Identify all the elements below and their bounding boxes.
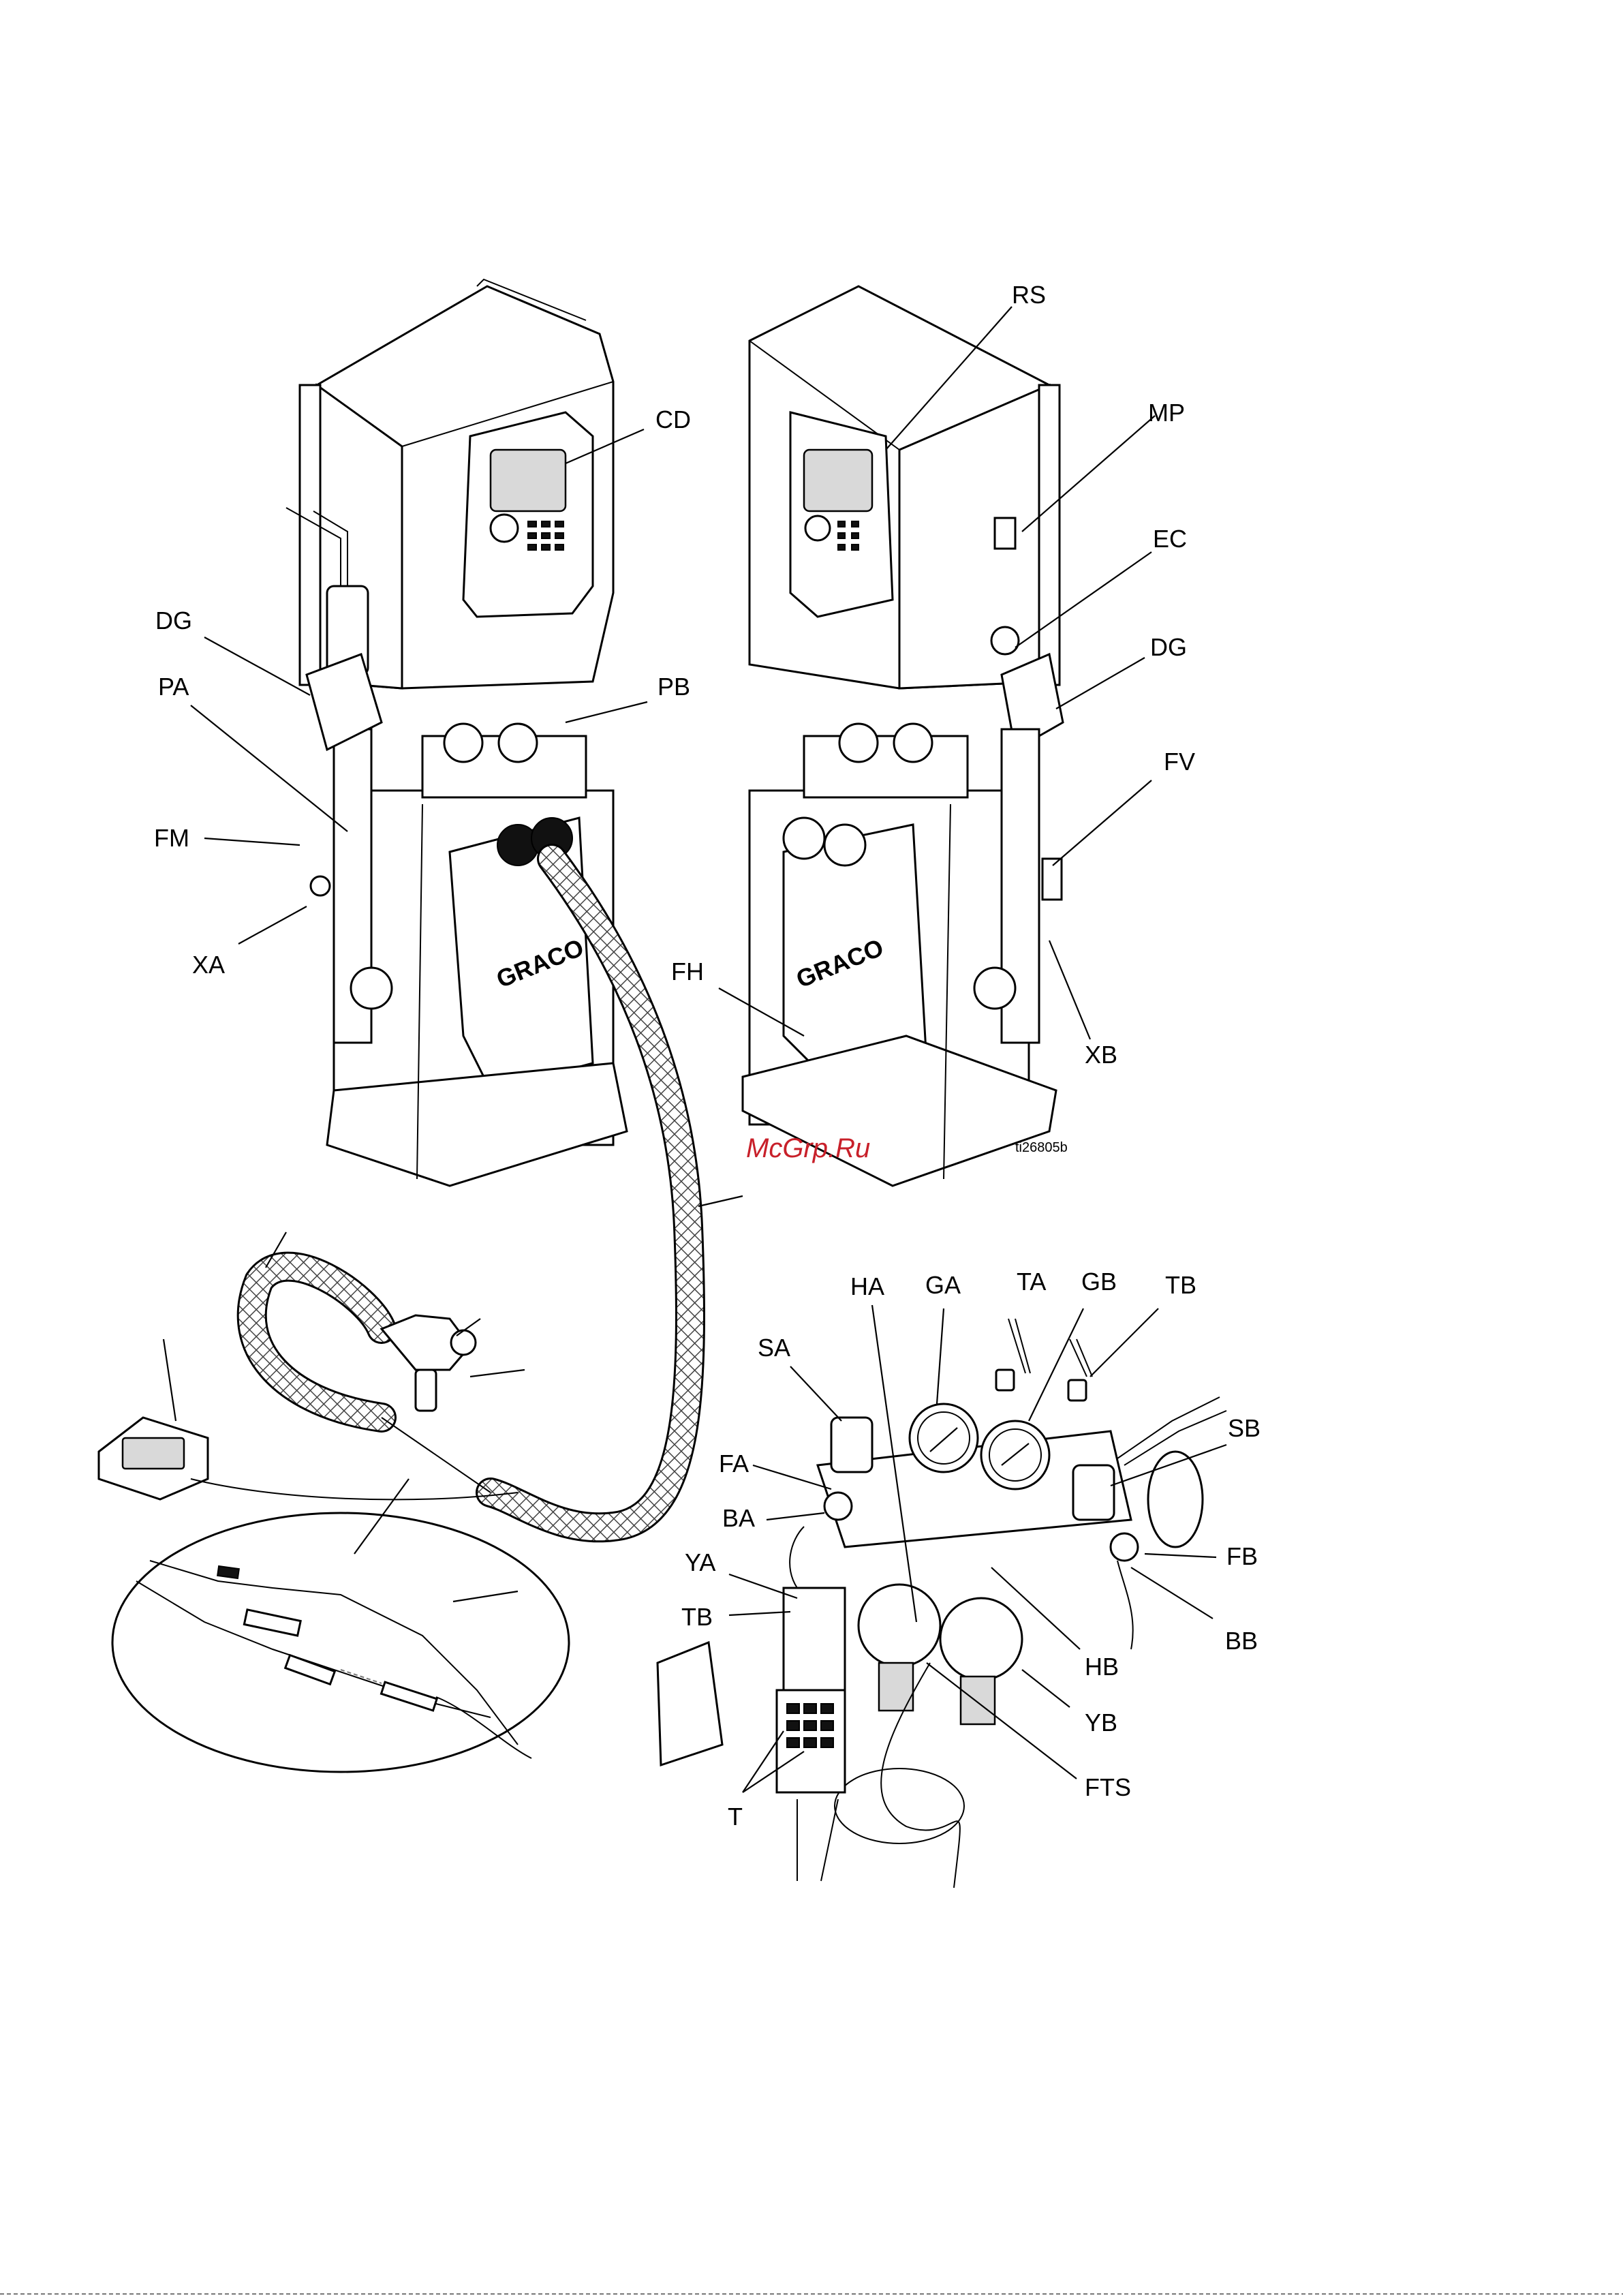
callout-ha: HA	[850, 1272, 884, 1300]
callout-sb: SB	[1228, 1414, 1261, 1442]
callout-fv: FV	[1164, 748, 1195, 776]
callout-ga: GA	[925, 1271, 961, 1299]
callout-dg-left: DG	[155, 607, 192, 634]
watermark-text: McGrp.Ru	[746, 1133, 870, 1163]
fluid-manifold-detail-icon	[658, 1319, 1226, 1888]
callout-tb-top: TB	[1165, 1271, 1196, 1299]
callout-rs: RS	[1012, 281, 1046, 309]
callout-t: T	[728, 1803, 743, 1831]
callout-fb: FB	[1226, 1542, 1258, 1570]
callout-fts: FTS	[1085, 1773, 1131, 1801]
callout-bb: BB	[1225, 1627, 1258, 1655]
callout-yb: YB	[1085, 1709, 1117, 1736]
callout-xa: XA	[192, 951, 225, 979]
callout-fh: FH	[671, 958, 704, 985]
figure-id: ti26805b	[1015, 1140, 1068, 1155]
callout-ba: BA	[722, 1504, 755, 1532]
callout-fa: FA	[719, 1450, 749, 1478]
callout-ta: TA	[1017, 1268, 1046, 1296]
callout-fm: FM	[154, 824, 189, 852]
callout-hb: HB	[1085, 1653, 1119, 1681]
callout-xb: XB	[1085, 1041, 1117, 1069]
callout-tb-mid: TB	[681, 1603, 713, 1631]
callout-gb: GB	[1081, 1268, 1117, 1296]
callout-mp: MP	[1148, 399, 1185, 427]
whip-hose-detail-icon	[112, 1479, 569, 1772]
spray-gun-icon	[382, 1315, 525, 1411]
proportioner-front-icon: GRACO	[286, 279, 627, 1186]
keypad-icon	[528, 521, 563, 550]
callout-pa: PA	[158, 673, 189, 701]
callout-pb: PB	[658, 673, 690, 701]
callout-cd: CD	[655, 405, 691, 433]
callout-ec: EC	[1153, 525, 1187, 553]
terminal-block-icon	[787, 1704, 833, 1747]
callout-sa: SA	[758, 1334, 790, 1362]
callout-dg-right: DG	[1150, 633, 1187, 661]
proportioner-back-icon: GRACO	[743, 286, 1063, 1186]
callout-ya: YA	[685, 1548, 715, 1576]
